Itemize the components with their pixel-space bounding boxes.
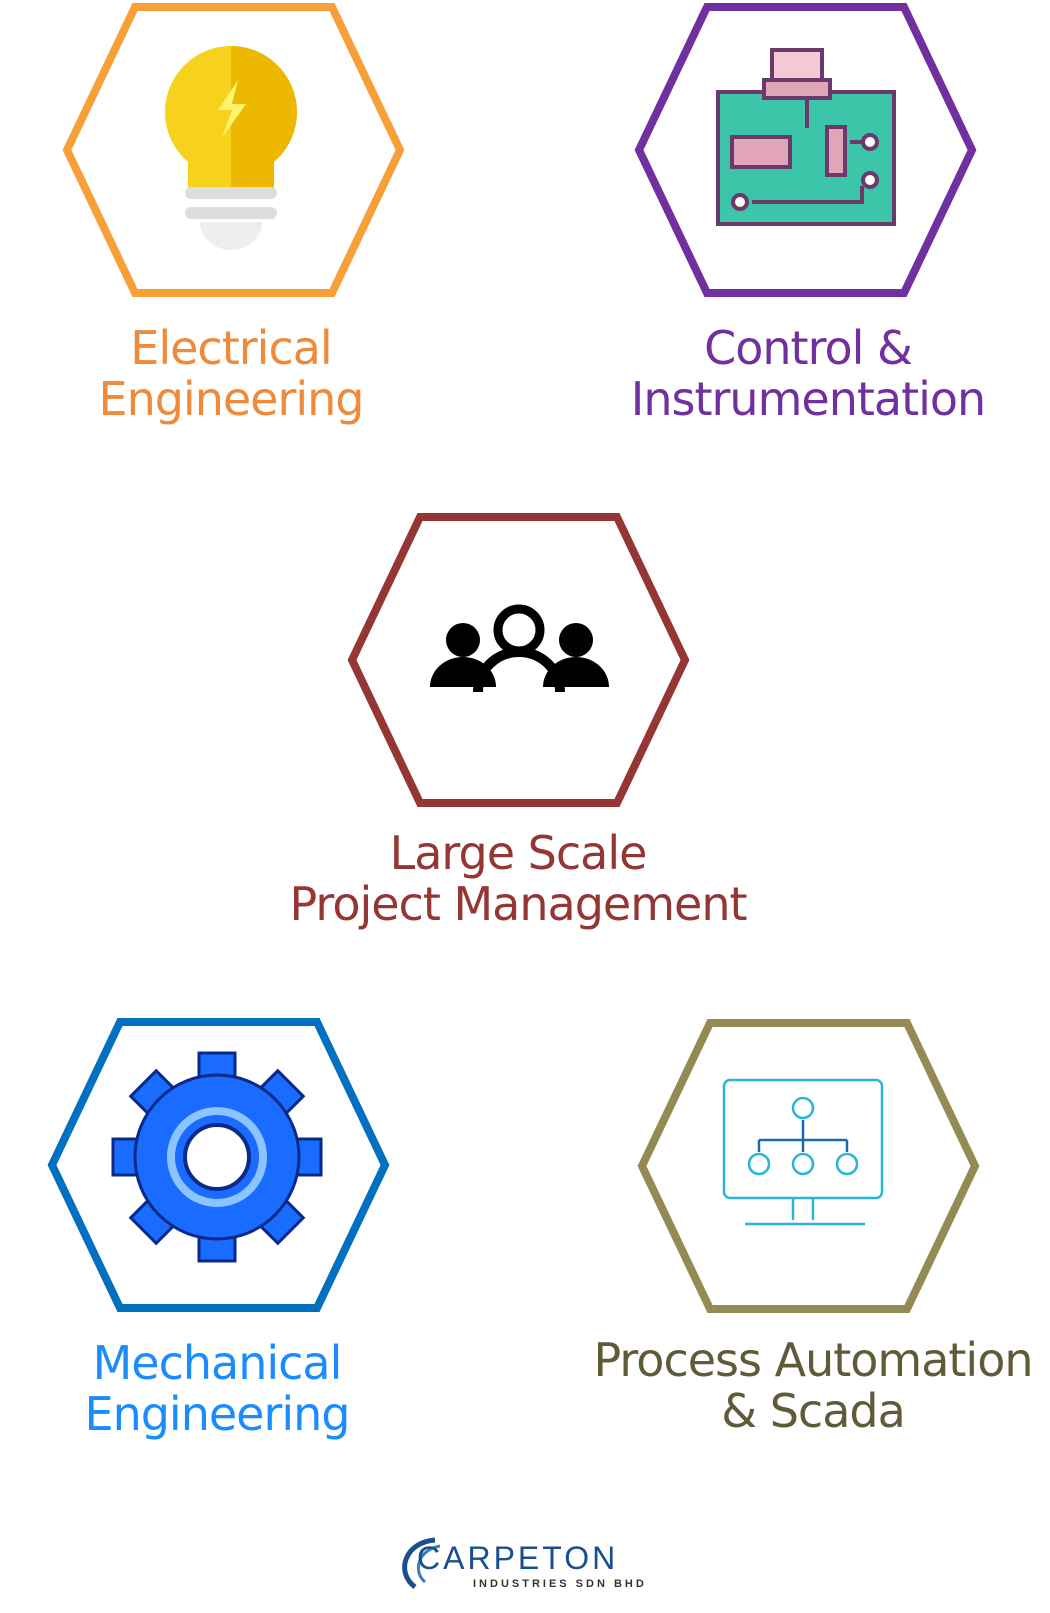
process-automation-hexagon: [637, 1019, 980, 1313]
process-automation-label: Process Automation& Scada: [593, 1333, 1033, 1438]
mechanical-hexagon: [47, 1018, 390, 1312]
monitor-network-icon: [722, 1078, 884, 1226]
electrical-hexagon: [62, 3, 405, 297]
control-instrumentation-label: Control &Instrumentation: [630, 321, 986, 426]
project-management-hexagon: [347, 513, 690, 807]
logo-name: CARPETON: [417, 1540, 619, 1576]
gear-icon: [111, 1051, 323, 1263]
team-icon: [430, 604, 609, 693]
circuit-board-icon: [716, 48, 896, 226]
carpeton-logo: CARPETON INDUSTRIES SDN BHD: [395, 1532, 685, 1602]
lightbulb-icon: [165, 46, 297, 250]
control-hexagon: [634, 3, 977, 297]
logo-swoosh-icon: [402, 1537, 441, 1589]
logo-subtitle: INDUSTRIES SDN BHD: [473, 1578, 647, 1590]
